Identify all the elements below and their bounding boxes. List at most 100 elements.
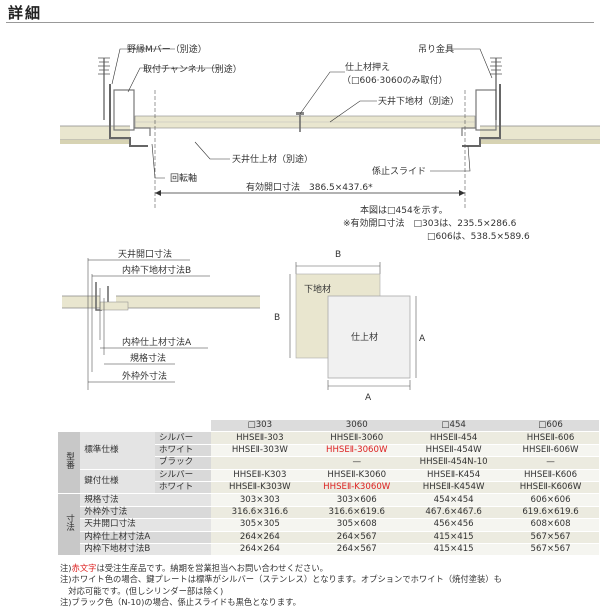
- label-star-note2: □606は、538.5×589.6: [427, 231, 530, 242]
- label-standard: 規格寸法: [130, 352, 166, 364]
- table-cell: HHSEⅡ-K303: [211, 469, 309, 482]
- color-cell: ホワイト: [154, 481, 212, 495]
- table-cell: HHSEⅡ-K454W: [405, 481, 503, 495]
- table-cell: 316.6×619.6: [308, 506, 406, 520]
- table-cell: 316.6×316.6: [211, 506, 309, 520]
- dim-b-side: B: [274, 313, 280, 323]
- table-row: ブラック — HHSEⅡ-454N-10 —: [58, 456, 599, 470]
- col-header: □303: [211, 420, 309, 433]
- table-cell: 264×264: [211, 543, 309, 557]
- notes: 注)赤文字は受注生産品です。納期を営業担当へお問い合わせください。 注)ホワイト…: [60, 563, 596, 608]
- table-cell: 264×567: [308, 543, 406, 557]
- label-finish-hold: 仕上材押え: [345, 61, 390, 73]
- note-1: 注)赤文字は受注生産品です。納期を営業担当へお問い合わせください。: [60, 563, 596, 574]
- label-star-note: ※有効開口寸法 □303は、235.5×286.6: [343, 217, 517, 229]
- group-dims-label: 寸法: [64, 514, 75, 532]
- dim-label: 内枠仕上材寸法A: [80, 531, 212, 544]
- table-cell: 415×415: [405, 531, 503, 544]
- table-cell: HHSEⅡ-3060W: [308, 444, 406, 458]
- finish-panel: [327, 295, 411, 379]
- label-effective: 有効開口寸法 386.5×437.6*: [246, 181, 373, 193]
- group-model: 型番: [58, 431, 81, 495]
- dim-label: 天井開口寸法: [80, 518, 212, 532]
- color-cell: シルバー: [154, 469, 212, 482]
- table-header-row: □303 3060 □454 □606: [58, 420, 599, 433]
- section-detail-diagram: 野縁Mバー（別途） 取付チャンネル（別途） 仕上材押え （□606·3060のみ…: [60, 43, 600, 242]
- label-channel: 取付チャンネル（別途）: [143, 63, 242, 75]
- table-row: 内枠下地材寸法B 264×264 264×567 415×415 567×567: [58, 543, 599, 557]
- col-header: □454: [405, 420, 503, 433]
- table-row: ホワイト HHSEⅡ-K303W HHSEⅡ-K3060W HHSEⅡ-K454…: [58, 481, 599, 495]
- col-header: □606: [502, 420, 599, 433]
- right-frame: [462, 84, 501, 147]
- key-spec-label: 鍵付仕様: [80, 469, 155, 495]
- color-cell: シルバー: [154, 431, 212, 445]
- table-cell: 467.6×467.6: [405, 506, 503, 520]
- note-2b: 対応可能です。(但しシリンダー部は除く): [60, 585, 224, 596]
- table-cell: 606×606: [502, 493, 599, 507]
- dim-a-bottom: A: [365, 393, 372, 403]
- left-frame: [109, 84, 148, 147]
- label-ceiling-opening: 天井開口寸法: [118, 248, 172, 260]
- note-prefix: 注): [60, 563, 72, 573]
- note-text: は受注生産品です。納期を営業担当へお問い合わせください。: [96, 563, 328, 573]
- panel-size-diagram: B B 下地材 仕上材 A A: [274, 250, 426, 403]
- table-cell: HHSEⅡ-K3060W: [308, 481, 406, 495]
- table-cell: 567×567: [502, 543, 599, 557]
- color-cell: ブラック: [154, 456, 212, 470]
- table-cell: HHSEⅡ-K606W: [502, 481, 599, 495]
- label-example: 本図は□454を示す。: [360, 204, 448, 216]
- title-divider: [6, 22, 594, 23]
- table-cell: HHSEⅡ-303W: [211, 444, 309, 458]
- table-cell: HHSEⅡ-454N-10: [405, 456, 503, 470]
- table-cell: HHSEⅡ-454W: [405, 444, 503, 458]
- dim-label: 内枠下地材寸法B: [80, 543, 212, 557]
- table-cell: HHSEⅡ-303: [211, 431, 309, 445]
- table-row: 型番 標準仕様 シルバー HHSEⅡ-303 HHSEⅡ-3060 HHSEⅡ-…: [58, 431, 599, 495]
- color-cell: ホワイト: [154, 444, 212, 458]
- note-3: 注)ブラック色（N-10)の場合、係止スライドも黒色となります。: [60, 596, 301, 607]
- page-title: 詳細: [8, 4, 43, 22]
- table-cell: —: [502, 456, 599, 470]
- label-nobuchi: 野縁Mバー（別途）: [127, 43, 207, 55]
- table-cell: 567×567: [502, 531, 599, 544]
- table-cell: [211, 456, 309, 470]
- table-cell: 303×606: [308, 493, 406, 507]
- dim-a-right: A: [419, 334, 426, 344]
- table-cell: 415×415: [405, 543, 503, 557]
- std-spec-label: 標準仕様: [80, 431, 155, 470]
- label-finish-hold-note: （□606·3060のみ取付）: [342, 75, 447, 86]
- dim-label: 規格寸法: [80, 493, 212, 507]
- table-cell: —: [308, 456, 406, 470]
- group-model-label: 型番: [64, 452, 75, 470]
- note-2: 注)ホワイト色の場合、鍵プレートは標準がシルバー（ステンレス）となります。オプシ…: [60, 574, 502, 585]
- table-row: ホワイト HHSEⅡ-303W HHSEⅡ-3060W HHSEⅡ-454W H…: [58, 444, 599, 458]
- table-cell: HHSEⅡ-K454: [405, 469, 503, 482]
- label-base: 下地材: [304, 283, 331, 295]
- table-row: 天井開口寸法 305×305 305×608 456×456 608×608: [58, 518, 599, 532]
- table-cell: 619.6×619.6: [502, 506, 599, 520]
- table-cell: HHSEⅡ-3060: [308, 431, 406, 445]
- table-row: 鍵付仕様 シルバー HHSEⅡ-K303 HHSEⅡ-K3060 HHSEⅡ-K…: [58, 469, 599, 495]
- table-cell: HHSEⅡ-606W: [502, 444, 599, 458]
- label-slide: 係止スライド: [372, 165, 426, 177]
- label-inner-finish: 内枠仕上材寸法A: [122, 336, 192, 348]
- table-cell: 608×608: [502, 518, 599, 532]
- label-inner-base: 内枠下地材寸法B: [122, 264, 191, 276]
- table-cell: 303×303: [211, 493, 309, 507]
- table-cell: 454×454: [405, 493, 503, 507]
- col-header: 3060: [308, 420, 406, 433]
- table-row: 外枠外寸法 316.6×316.6 316.6×619.6 467.6×467.…: [58, 506, 599, 520]
- table-cell: HHSEⅡ-K303W: [211, 481, 309, 495]
- table-cell: 305×608: [308, 518, 406, 532]
- label-outer: 外枠外寸法: [122, 370, 167, 382]
- note-red-text: 赤文字: [71, 563, 97, 573]
- label-hanger: 吊り金具: [418, 43, 454, 55]
- table-cell: 456×456: [405, 518, 503, 532]
- dimension-diagram: 天井開口寸法 内枠下地材寸法B 内枠仕上材寸法A 規格寸法 外枠外寸法: [62, 248, 260, 390]
- label-hinge: 回転軸: [170, 172, 197, 184]
- table-cell: 305×305: [211, 518, 309, 532]
- table-cell: HHSEⅡ-K606: [502, 469, 599, 482]
- dim-label: 外枠外寸法: [80, 506, 212, 520]
- table-row: 内枠仕上材寸法A 264×264 264×567 415×415 567×567: [58, 531, 599, 544]
